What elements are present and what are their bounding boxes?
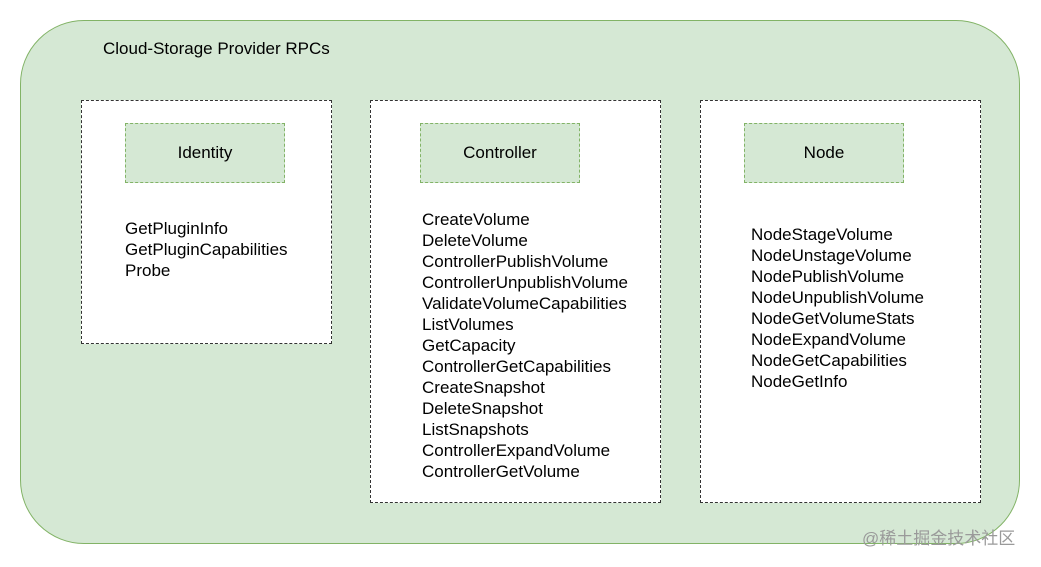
node-rpc-item: NodeUnpublishVolume [751,288,924,307]
node-header: Node [744,123,904,183]
controller-rpc-item: DeleteVolume [422,231,528,250]
identity-rpc-item: Probe [125,261,171,280]
controller-rpc-item: ValidateVolumeCapabilities [422,294,627,313]
node-rpc-item: NodeGetInfo [751,372,848,391]
controller-rpc-item: ListVolumes [422,315,514,334]
node-rpc-item: NodeExpandVolume [751,330,907,349]
controller-rpc-item: ControllerGetVolume [422,462,580,481]
controller-rpc-item: ListSnapshots [422,420,529,439]
node-rpc-item: NodeStageVolume [751,225,893,244]
controller-rpc-item: ControllerUnpublishVolume [422,273,629,292]
controller-rpc-item: GetCapacity [422,336,516,355]
controller-header-label: Controller [463,143,537,162]
identity-rpc-item: GetPluginCapabilities [125,240,288,259]
controller-rpc-item: ControllerExpandVolume [422,441,611,460]
controller-rpc-item: CreateSnapshot [422,378,545,397]
controller-rpc-item: ControllerPublishVolume [422,252,609,271]
diagram-title: Cloud-Storage Provider RPCs [103,39,330,58]
node-header-label: Node [803,143,845,162]
identity-header-label: Identity [177,143,233,162]
node-rpc-item: NodePublishVolume [751,267,905,286]
watermark: @稀土掘金技术社区 [862,529,1016,548]
node-rpc-item: NodeUnstageVolume [751,246,912,265]
identity-header: Identity [125,123,285,183]
node-rpc-item: NodeGetCapabilities [751,351,907,370]
node-rpc-item: NodeGetVolumeStats [751,309,915,328]
identity-rpc-item: GetPluginInfo [125,219,229,238]
controller-rpc-item: DeleteSnapshot [422,399,543,418]
controller-header: Controller [420,123,580,183]
controller-rpc-item: CreateVolume [422,210,530,229]
controller-rpc-item: ControllerGetCapabilities [422,357,611,376]
